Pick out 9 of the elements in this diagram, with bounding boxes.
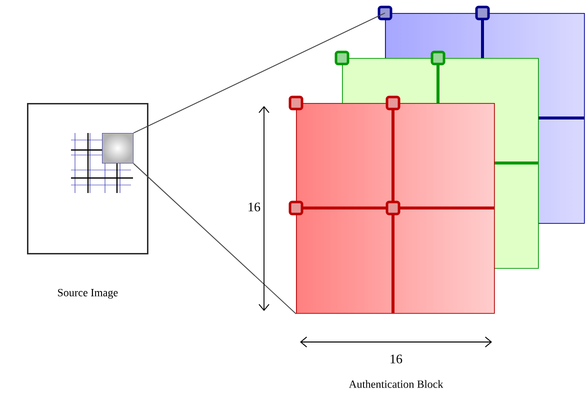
dimension-label: 16 bbox=[390, 354, 402, 364]
zoom-line bbox=[133, 163, 296, 314]
node-label: Source Image bbox=[58, 288, 118, 299]
caption: Authentication Block bbox=[348, 380, 444, 388]
highlighted-block bbox=[102, 133, 134, 164]
image-frame: Source Image bbox=[27, 103, 148, 299]
zoom-line bbox=[133, 12, 386, 134]
block-square bbox=[294, 102, 496, 314]
dimension-label: 16 bbox=[248, 202, 260, 212]
